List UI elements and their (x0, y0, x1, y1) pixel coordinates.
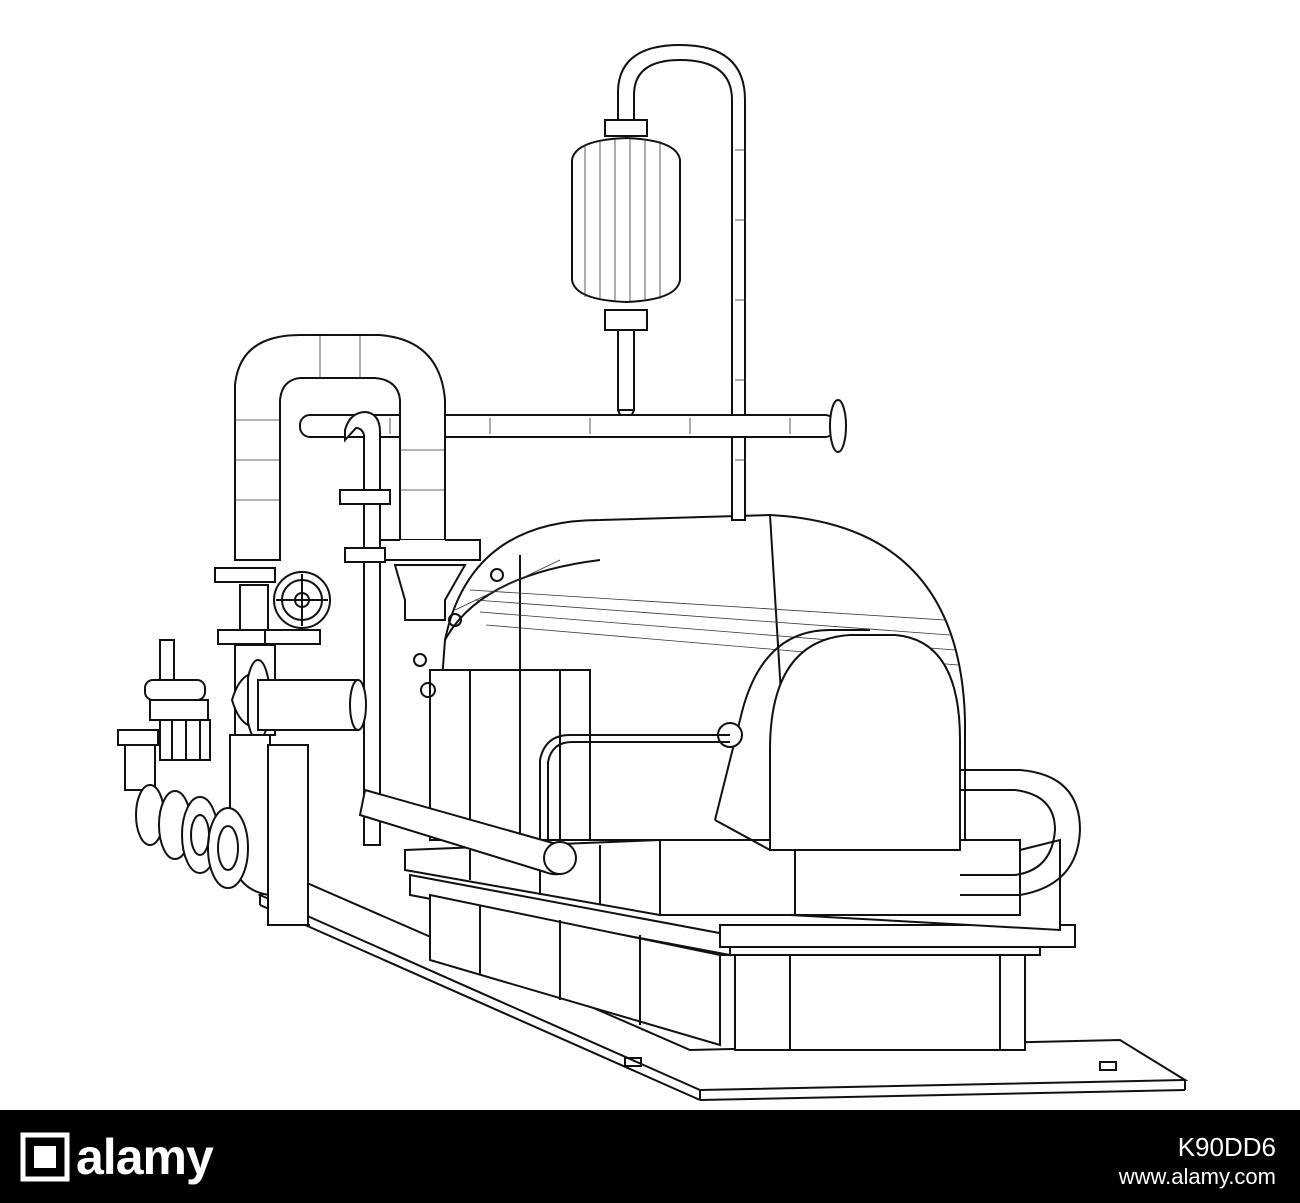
watermark-banner: alamy K90DD6 www.alamy.com (0, 1110, 1300, 1203)
small-riser-pipe (339, 410, 391, 846)
drain-pipe (229, 734, 310, 926)
support-beams (409, 873, 1076, 1051)
valve-handwheel (273, 571, 331, 629)
inlet-nozzle (379, 539, 481, 621)
coil-flanges (135, 784, 249, 889)
lube-oil-pipe (358, 788, 577, 876)
watermark-url: www.alamy.com (1118, 1164, 1276, 1189)
overhead-pipe (617, 43, 746, 521)
handrail (539, 734, 730, 850)
valve-actuators (117, 639, 211, 791)
return-pipe (960, 769, 1082, 896)
u-bend-pipe (234, 334, 446, 561)
accumulator-vessel (571, 119, 681, 431)
alamy-wordmark: alamy (76, 1129, 214, 1185)
bearing-cover (714, 629, 961, 851)
header-pipe (299, 399, 847, 453)
alamy-logo: alamy (20, 1122, 280, 1192)
machine-wireframe-drawing (117, 43, 1189, 1101)
casing-bolts (413, 568, 504, 698)
manifold-pipe (230, 659, 367, 741)
alamy-brand-icon (20, 1132, 70, 1182)
stock-image-code: K90DD6 (1177, 1132, 1276, 1162)
